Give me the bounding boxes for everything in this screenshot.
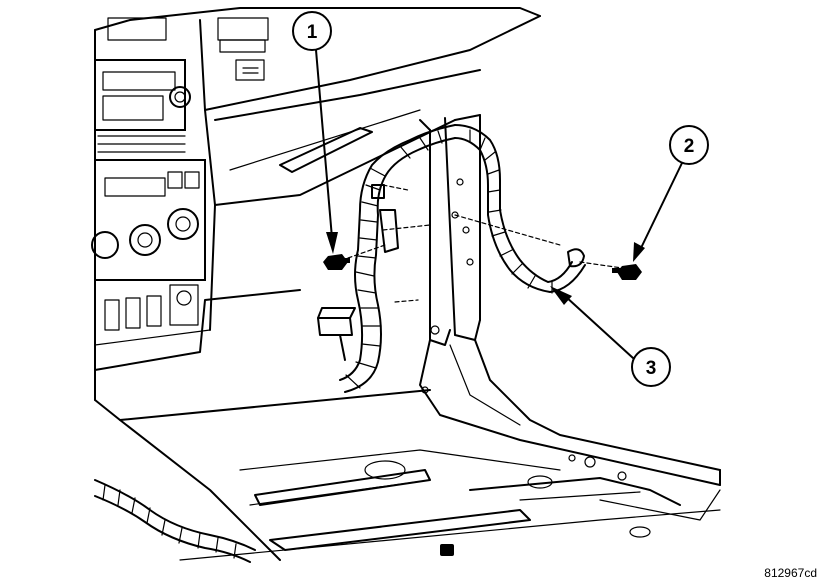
bolt-1 bbox=[323, 254, 350, 270]
callout-3: 3 bbox=[550, 286, 671, 387]
callout-1: 1 bbox=[292, 11, 338, 254]
floor-pan bbox=[94, 369, 721, 563]
callout-2: 2 bbox=[633, 125, 709, 262]
instrument-panel bbox=[91, 7, 541, 371]
callout-2-number: 2 bbox=[684, 136, 695, 157]
wire-harness bbox=[317, 124, 586, 393]
figure-id-label: 812967cd bbox=[764, 566, 817, 580]
bolt-2 bbox=[612, 264, 642, 280]
body-pillar bbox=[347, 114, 721, 486]
callout-3-number: 3 bbox=[646, 358, 657, 379]
callout-1-number: 1 bbox=[307, 22, 318, 43]
